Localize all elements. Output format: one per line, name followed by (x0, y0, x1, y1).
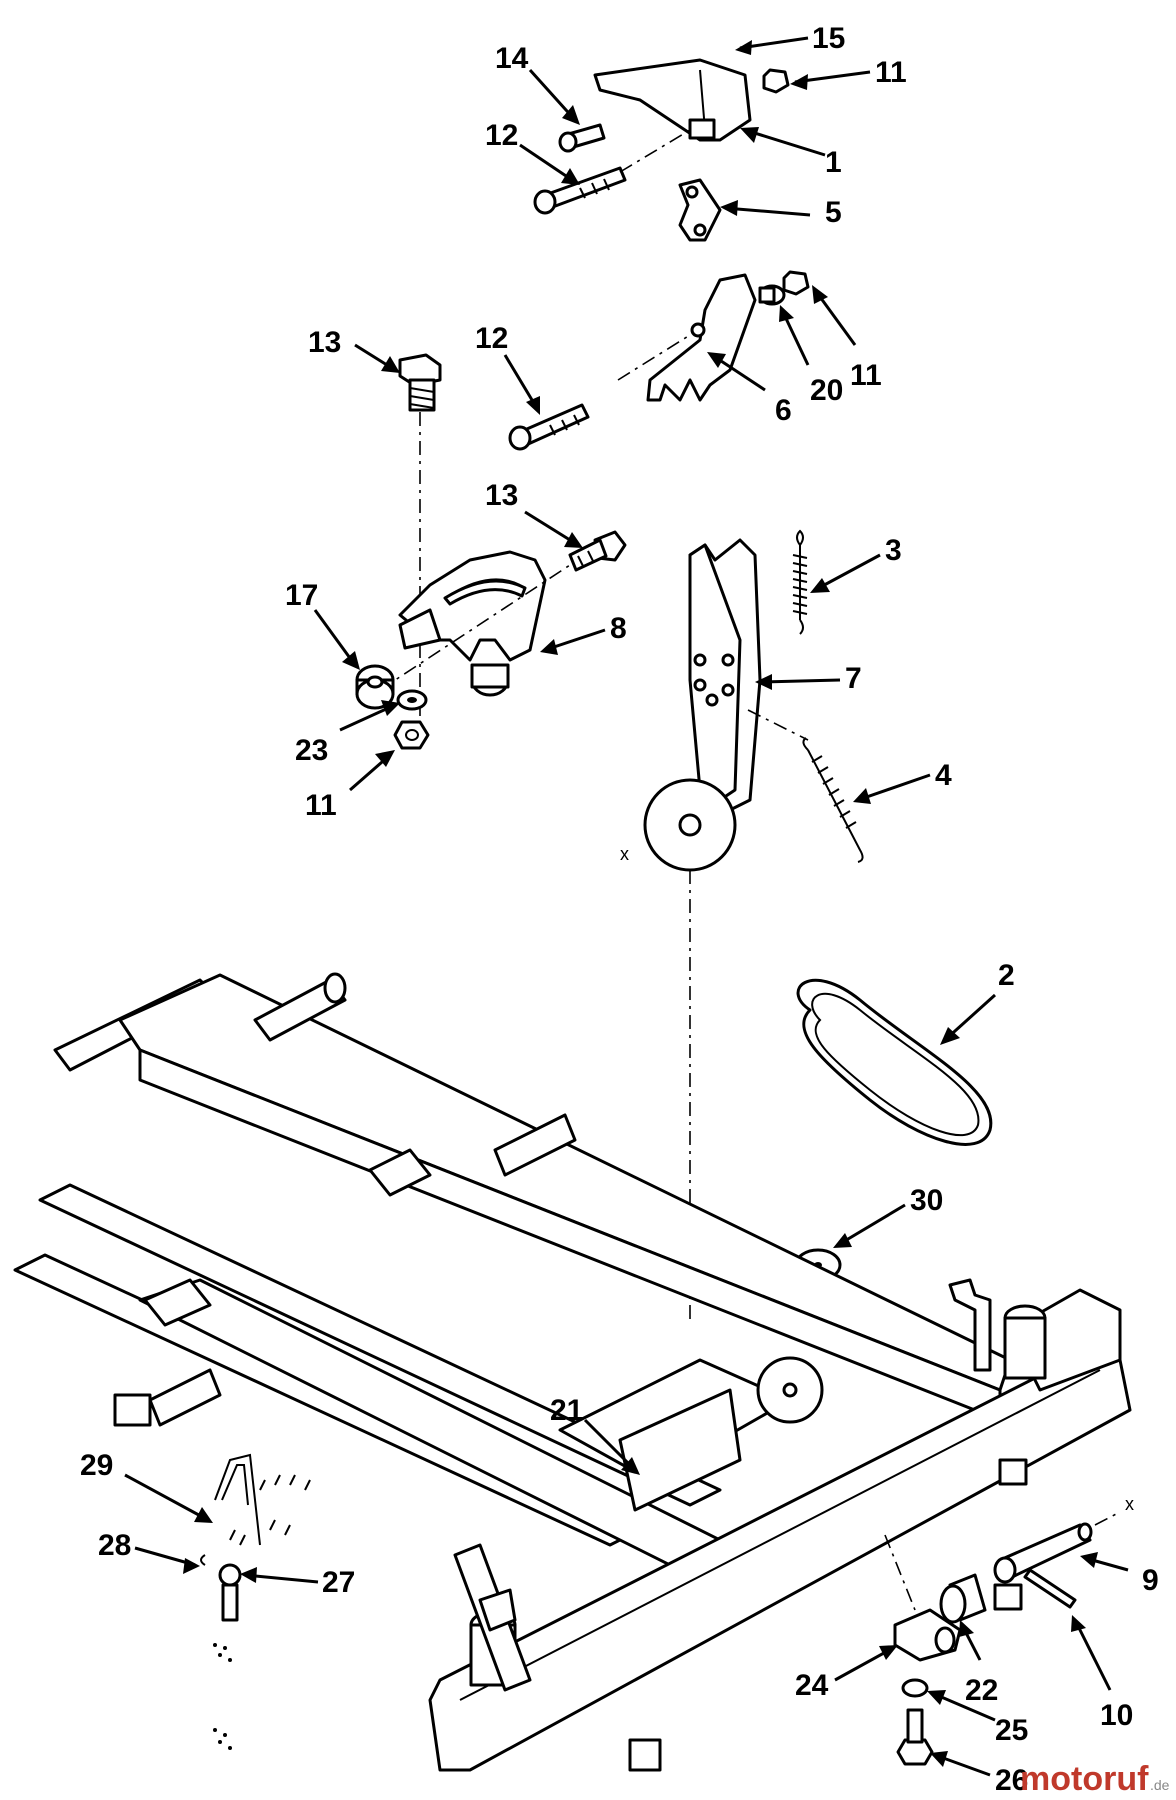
callout-13-top: 13 (308, 326, 341, 359)
part-7-arm (688, 538, 762, 812)
callout-25: 25 (995, 1714, 1028, 1747)
callout-14: 14 (495, 42, 529, 75)
decorative-dots (213, 1643, 232, 1750)
part-13-bolt-vertical (398, 353, 442, 412)
part-sprocket-upper (643, 778, 737, 872)
callout-11-top: 11 (875, 56, 907, 89)
watermark-suffix: .de (1150, 1777, 1170, 1793)
part-4-spring (802, 737, 864, 863)
part-8-sector (398, 550, 547, 697)
part-2-chain (796, 978, 993, 1146)
callout-5: 5 (825, 196, 842, 229)
part-3-spring (792, 529, 808, 635)
part-26-bolt (896, 1708, 934, 1766)
part-11-nut-mid (782, 270, 810, 296)
callout-10: 10 (1100, 1699, 1133, 1732)
part-23-washer (396, 689, 428, 711)
part-1-bracket (593, 58, 752, 142)
part-11-nut-top (762, 68, 790, 94)
callout-15: 15 (812, 22, 845, 55)
part-9-pin (993, 1522, 1093, 1584)
callout-21: 21 (550, 1394, 583, 1427)
callout-29: 29 (80, 1449, 113, 1482)
part-22-bushing (939, 1573, 987, 1624)
callout-12-top: 12 (485, 119, 518, 152)
marker-x1: x (620, 844, 629, 864)
callout-30: 30 (910, 1184, 943, 1217)
frame-chassis (13, 972, 1132, 1772)
callout-11-low: 11 (305, 789, 337, 822)
part-24-clamp (893, 1608, 962, 1662)
watermark-logo: motoruf .de (1020, 1760, 1170, 1798)
callout-9: 9 (1142, 1564, 1159, 1597)
part-5-link (678, 178, 722, 242)
part-20-bushing (758, 284, 786, 306)
part-13-bolt-side (568, 530, 627, 572)
callout-2: 2 (998, 959, 1015, 992)
callout-22: 22 (965, 1674, 998, 1707)
callout-7: 7 (845, 662, 862, 695)
callout-23: 23 (295, 734, 328, 767)
callout-6: 6 (775, 394, 792, 427)
part-14-bolt (558, 123, 606, 153)
part-27-eyebolt (218, 1563, 242, 1622)
callout-26: 26 (995, 1764, 1028, 1797)
marker-x2: x (1125, 1494, 1134, 1514)
callout-17: 17 (285, 579, 318, 612)
callout-24: 24 (795, 1669, 829, 1702)
part-25-washer (901, 1678, 929, 1698)
callout-4: 4 (935, 759, 952, 792)
callout-28: 28 (98, 1529, 131, 1562)
callout-3: 3 (885, 534, 902, 567)
callout-27: 27 (322, 1566, 355, 1599)
callout-11-mid: 11 (850, 359, 882, 392)
part-11-nut-low (393, 720, 430, 750)
callout-12-mid: 12 (475, 322, 508, 355)
part-12-bolt-mid (508, 403, 590, 451)
callout-8: 8 (610, 612, 627, 645)
watermark-text: motoruf (1020, 1760, 1149, 1798)
part-12-bolt-top (533, 166, 627, 215)
callout-1: 1 (825, 146, 842, 179)
part-6-lever (646, 273, 757, 402)
callout-20: 20 (810, 374, 843, 407)
part-10-pin (1023, 1568, 1077, 1609)
part-28-link (200, 1554, 206, 1566)
callout-13-side: 13 (485, 479, 518, 512)
part-29-chain-pieces (214, 1453, 311, 1546)
